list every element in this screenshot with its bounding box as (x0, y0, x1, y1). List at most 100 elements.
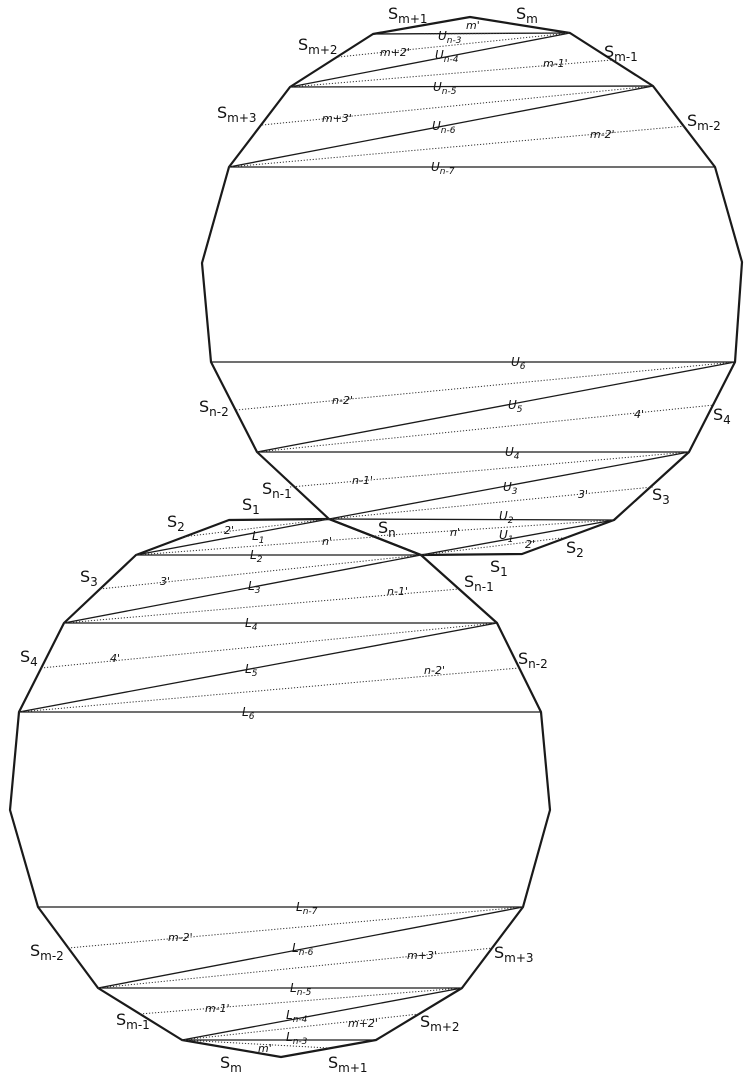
upper-solid-line-5 (256, 361, 736, 453)
upper-dotted-line-4 (256, 404, 715, 453)
upper-solid-label: Un-4 (435, 48, 459, 65)
side-label: Sm+3 (494, 943, 534, 965)
side-label: S1 (242, 495, 260, 517)
upper-solid-label: Un-7 (431, 160, 455, 177)
side-label: S1 (490, 557, 508, 579)
upper-solid-line-2 (328, 518, 615, 521)
lower-dotted-label: m-2' (168, 931, 193, 944)
upper-dotted-label: n' (450, 526, 460, 539)
side-label: S2 (566, 538, 584, 560)
upper-solid-label: U3 (503, 480, 518, 497)
lower-solid-label: L3 (248, 579, 261, 596)
lower-solid-label: Ln-4 (286, 1008, 308, 1025)
upper-solid-line-n-6 (228, 85, 654, 168)
lower-dotted-line-m+2 (181, 1013, 420, 1041)
lower-solid-line-n-4 (181, 987, 463, 1041)
upper-solid-line-n-4 (289, 32, 571, 88)
lower-dotted-line-4 (40, 622, 498, 669)
side-label: S3 (652, 485, 670, 507)
upper-solid-label: Un-6 (432, 119, 456, 136)
side-label: Sn-2 (518, 649, 548, 671)
side-label: S3 (80, 567, 98, 589)
upper-dotted-label: 3' (578, 488, 588, 501)
upper-solid-line-3 (328, 451, 690, 520)
side-label: Sn-1 (262, 479, 292, 501)
upper-dotted-label: 2' (525, 538, 535, 551)
lower-dotted-label: 4' (110, 652, 120, 665)
side-label: Sn-1 (464, 572, 494, 594)
side-label: Sm-1 (604, 42, 638, 64)
upper-dotted-label: m+3' (322, 112, 352, 125)
lower-solid-label: L4 (245, 616, 258, 633)
lower-solid-label: Ln-5 (290, 981, 312, 998)
lower-dotted-line-n-1 (63, 588, 460, 624)
side-label: Sm-2 (30, 941, 64, 963)
upper-solid-label: Un-3 (438, 29, 462, 46)
lower-solid-line-5 (18, 622, 498, 713)
lower-polygon (8, 517, 552, 1059)
side-label: S4 (713, 405, 731, 427)
upper-dotted-line-m (423, 32, 571, 35)
upper-solid-line-1 (420, 519, 615, 556)
side-label: S2 (167, 512, 185, 534)
lower-solid-label: Ln-7 (296, 900, 318, 917)
upper-dotted-line-2 (420, 536, 571, 556)
upper-dotted-label: m+2' (380, 46, 410, 59)
side-label: Sm (220, 1053, 242, 1075)
lower-dotted-label: m+2' (348, 1017, 378, 1030)
lower-dotted-line-m-2 (67, 906, 524, 949)
side-label: Sn (378, 518, 396, 540)
side-label: Sm+2 (298, 35, 338, 57)
upper-polygon (200, 15, 744, 557)
upper-dotted-label: 4' (634, 408, 644, 421)
upper-dotted-line-n-1 (289, 451, 690, 488)
lower-solid-label: L6 (242, 705, 255, 722)
upper-solid-line-n-3 (372, 32, 571, 35)
side-label: Sm+1 (328, 1053, 368, 1075)
lower-dotted-line-m+3 (97, 947, 494, 989)
upper-dotted-line-n (374, 519, 615, 537)
lower-dotted-label: 2' (224, 524, 234, 537)
upper-dotted-label: n-1' (352, 474, 373, 487)
upper-solid-label: U2 (499, 509, 514, 526)
side-label: Sm+2 (420, 1012, 460, 1034)
lower-dotted-label: 3' (160, 575, 170, 588)
lower-dotted-line-n (135, 536, 376, 556)
upper-dotted-line-m-2 (228, 125, 687, 168)
upper-dotted-label: m-2' (590, 128, 615, 141)
lower-solid-line-3 (63, 554, 422, 624)
upper-solid-label: Un-5 (433, 80, 457, 97)
lower-dotted-line-2 (181, 518, 330, 538)
lower-dotted-label: n' (322, 535, 332, 548)
upper-dotted-label: m-1' (543, 57, 568, 70)
lower-solid-label: L1 (252, 529, 264, 546)
lower-solid-label: L5 (245, 662, 258, 679)
upper-dotted-label: n-2' (332, 394, 353, 407)
upper-dotted-line-n-2 (235, 361, 736, 411)
side-label: Sm+3 (217, 103, 257, 125)
upper-dotted-label: m' (466, 19, 480, 32)
lower-dotted-label: m-1' (205, 1002, 230, 1015)
side-label: S4 (20, 647, 38, 669)
upper-dotted-line-m+3 (261, 85, 654, 126)
side-label: Sn-2 (199, 397, 229, 419)
lower-solid-line-n-6 (97, 906, 524, 989)
lower-solid-label: Ln-3 (286, 1030, 308, 1047)
upper-solid-line-n-5 (289, 85, 654, 88)
side-label: Sm (516, 4, 538, 26)
lower-solid-line-1 (135, 518, 330, 556)
upper-solid-label: U4 (505, 445, 520, 462)
lower-dotted-label: m+3' (407, 949, 437, 962)
side-label: Sm+1 (388, 4, 428, 26)
lower-dotted-line-m (181, 1039, 330, 1049)
lower-solid-label: L2 (250, 548, 263, 565)
lower-dotted-label: n-2' (424, 664, 445, 677)
side-label: Sm-2 (687, 111, 721, 133)
upper-solid-label: U6 (511, 355, 526, 372)
upper-solid-label: U5 (508, 398, 523, 415)
lower-dotted-label: m' (258, 1042, 272, 1055)
lower-solid-label: Ln-6 (292, 941, 314, 958)
side-label: Sm-1 (116, 1010, 150, 1032)
lower-dotted-label: n-1' (387, 585, 408, 598)
